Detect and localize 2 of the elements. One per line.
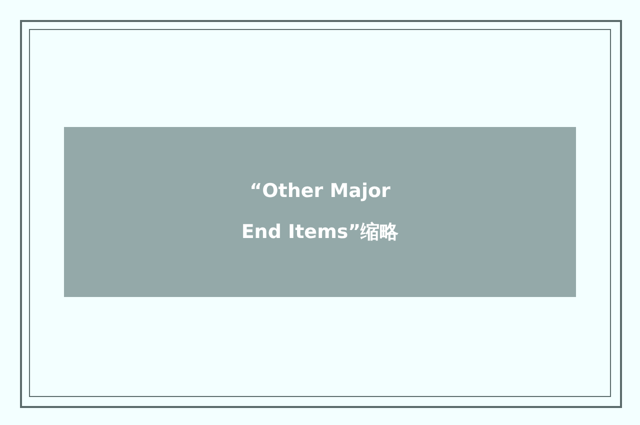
placeholder-text: “Other Major End Items”缩略: [240, 179, 400, 245]
placeholder-box: [64, 127, 576, 297]
